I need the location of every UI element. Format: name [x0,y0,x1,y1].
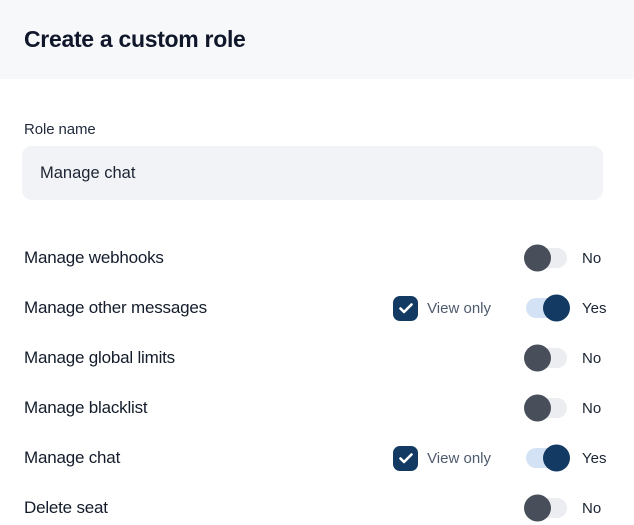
toggle-knob [524,244,551,272]
permission-row-delete-seat: Delete seat No [0,483,634,525]
toggle-knob [524,494,551,522]
toggle-state-label: Yes [582,449,607,467]
permission-label: Manage chat [24,448,121,467]
toggle-knob [524,344,551,372]
role-name-label: Role name [24,121,96,138]
toggle-switch[interactable] [524,244,567,272]
permission-controls: No [524,494,610,522]
role-form: Role name [0,79,634,200]
checkmark-icon [398,452,413,463]
toggle-state-label: Yes [582,299,607,317]
permission-controls: No [524,244,610,272]
permission-controls: No [524,344,610,372]
toggle-switch[interactable] [526,444,570,472]
view-only-label: View only [427,449,491,467]
role-name-input[interactable] [22,146,603,200]
view-only-group[interactable]: View only [393,445,491,471]
toggle-knob [543,294,570,322]
dialog-header: Create a custom role [0,0,634,79]
permissions-list: Manage webhooks No Manage other messages [0,233,634,525]
toggle-knob [543,444,570,472]
dialog-title: Create a custom role [24,26,246,52]
toggle-switch[interactable] [526,294,570,322]
permission-label: Manage global limits [24,348,175,367]
view-only-group[interactable]: View only [393,295,491,321]
permission-label: Manage other messages [24,298,207,317]
permission-label: Manage blacklist [24,398,148,417]
permission-row-manage-webhooks: Manage webhooks No [0,233,634,283]
toggle-switch[interactable] [524,344,567,372]
permission-row-manage-other-messages: Manage other messages View only Yes [0,283,634,333]
toggle-knob [524,394,551,422]
permission-controls: View only Yes [393,444,610,472]
permission-controls: View only Yes [393,294,610,322]
permission-label: Manage webhooks [24,248,164,267]
permission-row-manage-global-limits: Manage global limits No [0,333,634,383]
permission-row-manage-blacklist: Manage blacklist No [0,383,634,433]
toggle-switch[interactable] [524,494,567,522]
toggle-state-label: No [582,349,602,367]
view-only-checkbox[interactable] [393,295,419,321]
toggle-state-label: No [582,499,602,517]
view-only-checkbox[interactable] [393,445,419,471]
toggle-switch[interactable] [524,394,567,422]
checkmark-icon [398,302,413,313]
view-only-label: View only [427,299,491,317]
permission-controls: No [524,394,610,422]
toggle-state-label: No [582,399,602,417]
permission-label: Delete seat [24,498,108,517]
permission-row-manage-chat: Manage chat View only Yes [0,433,634,483]
toggle-state-label: No [582,249,602,267]
